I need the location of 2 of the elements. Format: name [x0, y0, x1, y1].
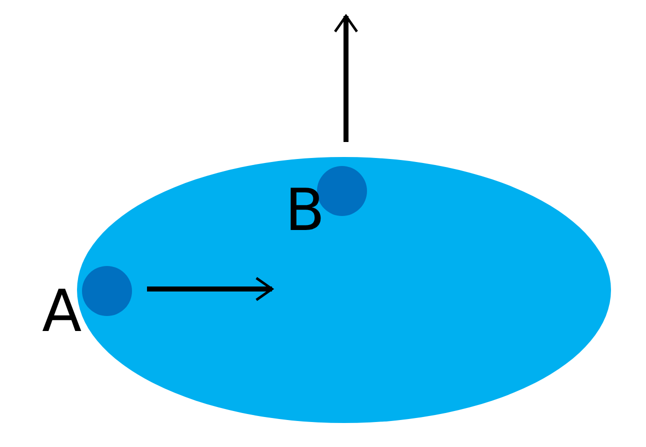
point-label: A	[42, 282, 82, 340]
point-label: B	[285, 181, 325, 239]
